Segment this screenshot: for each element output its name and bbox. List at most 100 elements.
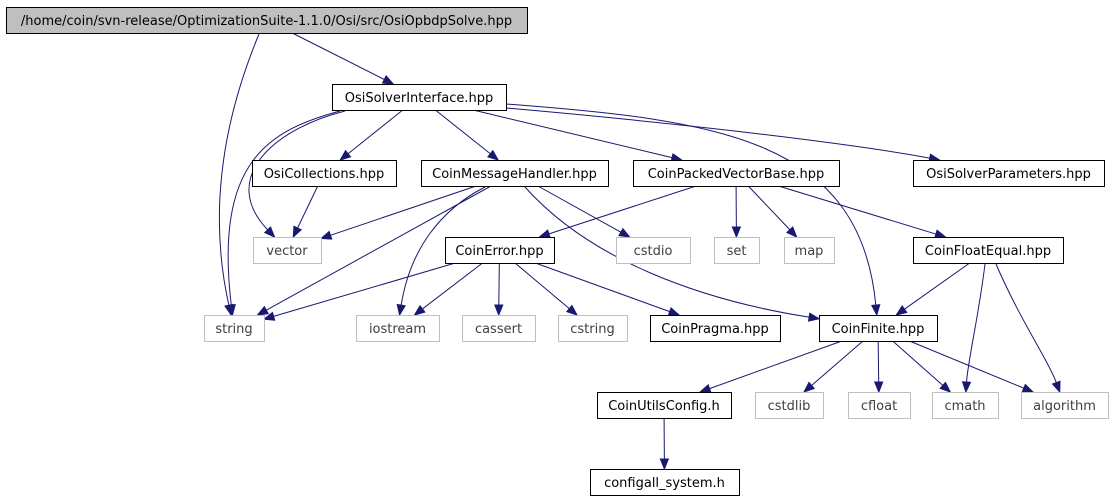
edge-coin-packed-vector-base-to-set	[731, 185, 742, 239]
edge-arrowhead	[319, 230, 333, 240]
node-box	[558, 315, 628, 342]
node-label: CoinFloatEqual.hpp	[925, 244, 1051, 259]
node-coin-message-handler[interactable]: CoinMessageHandler.hpp	[421, 160, 609, 187]
edge-arrowhead	[698, 383, 712, 393]
edge-line	[778, 185, 937, 235]
node-box[interactable]	[650, 315, 781, 342]
edge-line	[292, 32, 385, 80]
node-label: CoinMessageHandler.hpp	[432, 167, 597, 182]
edge-coin-float-equal-to-algorithm	[995, 263, 1061, 394]
node-coin-float-equal[interactable]: CoinFloatEqual.hpp	[913, 237, 1064, 264]
nodes-layer: /home/coin/svn-release/OptimizationSuite…	[6, 7, 1109, 496]
edge-line	[966, 263, 986, 383]
node-coin-utils-config[interactable]: CoinUtilsConfig.h	[597, 392, 732, 419]
node-box	[356, 315, 440, 342]
node-box[interactable]	[332, 84, 507, 111]
edge-coin-finite-to-coin-utils-config	[698, 340, 843, 393]
edge-line	[273, 262, 456, 317]
node-label: OsiSolverInterface.hpp	[345, 91, 494, 106]
node-osi-solver-parameters[interactable]: OsiSolverParameters.hpp	[913, 160, 1105, 187]
node-box[interactable]	[6, 7, 528, 34]
node-set: set	[714, 237, 760, 264]
edge-arrowhead	[1021, 383, 1035, 393]
edge-coin-finite-to-algorithm	[909, 340, 1035, 393]
node-label: cmath	[944, 399, 985, 414]
edge-coin-message-handler-to-string	[256, 185, 492, 316]
edge-coin-error-to-string	[262, 262, 456, 321]
edge-arrowhead	[486, 149, 500, 161]
edge-coin-finite-to-cstdlib	[803, 340, 864, 393]
edge-line	[505, 103, 877, 306]
edge-arrowhead	[226, 304, 236, 317]
edge-coin-message-handler-to-coin-finite	[524, 186, 821, 322]
edge-arrowhead	[895, 305, 908, 316]
edge-coin-finite-to-cfloat	[873, 340, 884, 394]
node-label: set	[727, 244, 747, 259]
node-label: OsiSolverParameters.hpp	[926, 167, 1091, 182]
node-box[interactable]	[590, 469, 740, 496]
node-coin-error[interactable]: CoinError.hpp	[445, 237, 555, 264]
edge-coin-error-to-cstring	[514, 262, 579, 316]
edge-coin-packed-vector-base-to-map	[747, 185, 798, 238]
node-coin-packed-vector-base[interactable]: CoinPackedVectorBase.hpp	[633, 160, 840, 187]
edge-line	[347, 109, 404, 155]
node-coin-finite[interactable]: CoinFinite.hpp	[819, 315, 938, 342]
edge-arrowhead	[667, 306, 681, 316]
node-map: map	[784, 237, 835, 264]
edge-arrowhead	[396, 303, 406, 317]
edge-line	[535, 262, 670, 313]
edge-arrowhead	[263, 226, 276, 238]
edge-arrowhead	[538, 229, 551, 239]
edge-root-to-osi-solver-interface	[292, 32, 395, 85]
edge-line	[548, 185, 697, 235]
edge-coin-float-equal-to-cmath	[961, 263, 986, 394]
edge-coin-error-to-coin-pragma	[535, 262, 681, 316]
edge-arrowhead	[731, 226, 742, 239]
node-osi-collections[interactable]: OsiCollections.hpp	[252, 160, 397, 187]
node-cfloat: cfloat	[848, 392, 911, 419]
node-configall-system[interactable]: configall_system.h	[590, 469, 740, 496]
node-cstdlib: cstdlib	[755, 392, 824, 419]
edge-coin-message-handler-to-iostream	[396, 186, 486, 317]
edge-line	[892, 340, 944, 386]
node-iostream: iostream	[356, 315, 440, 342]
node-box[interactable]	[913, 237, 1064, 264]
node-box[interactable]	[819, 315, 938, 342]
node-cstdio: cstdio	[616, 237, 691, 264]
edge-line	[904, 262, 970, 310]
node-box	[755, 392, 824, 419]
node-label: /home/coin/svn-release/OptimizationSuite…	[21, 14, 512, 29]
edge-osi-solver-interface-to-vector	[248, 110, 346, 238]
edge-line	[498, 262, 500, 306]
node-box[interactable]	[633, 160, 840, 187]
node-coin-pragma[interactable]: CoinPragma.hpp	[650, 315, 781, 342]
edge-line	[435, 109, 491, 155]
edge-arrowhead	[873, 381, 884, 394]
node-box[interactable]	[252, 160, 397, 187]
node-label: vector	[266, 244, 308, 259]
edge-coin-error-to-cassert	[494, 262, 504, 317]
edge-line	[400, 186, 486, 306]
node-box[interactable]	[597, 392, 732, 419]
edge-line	[537, 185, 622, 233]
edge-arrowhead	[618, 227, 631, 238]
edge-coin-float-equal-to-coin-finite	[895, 262, 970, 316]
edge-arrowhead	[413, 304, 426, 316]
edge-line	[505, 107, 930, 159]
edge-line	[995, 263, 1057, 383]
edges-layer	[218, 32, 1061, 471]
node-box[interactable]	[445, 237, 555, 264]
edge-arrowhead	[262, 311, 276, 321]
edge-line	[514, 262, 570, 309]
edge-osi-solver-interface-to-string	[226, 110, 341, 317]
node-cmath: cmath	[932, 392, 999, 419]
node-osi-solver-interface[interactable]: OsiSolverInterface.hpp	[332, 84, 507, 111]
edge-arrowhead	[256, 305, 270, 316]
edge-arrowhead	[871, 304, 881, 317]
node-root[interactable]: /home/coin/svn-release/OptimizationSuite…	[6, 7, 528, 34]
node-box[interactable]	[421, 160, 609, 187]
node-box[interactable]	[913, 160, 1105, 187]
edge-line	[747, 185, 791, 231]
node-label: CoinError.hpp	[455, 244, 543, 259]
edge-arrowhead	[934, 229, 947, 239]
